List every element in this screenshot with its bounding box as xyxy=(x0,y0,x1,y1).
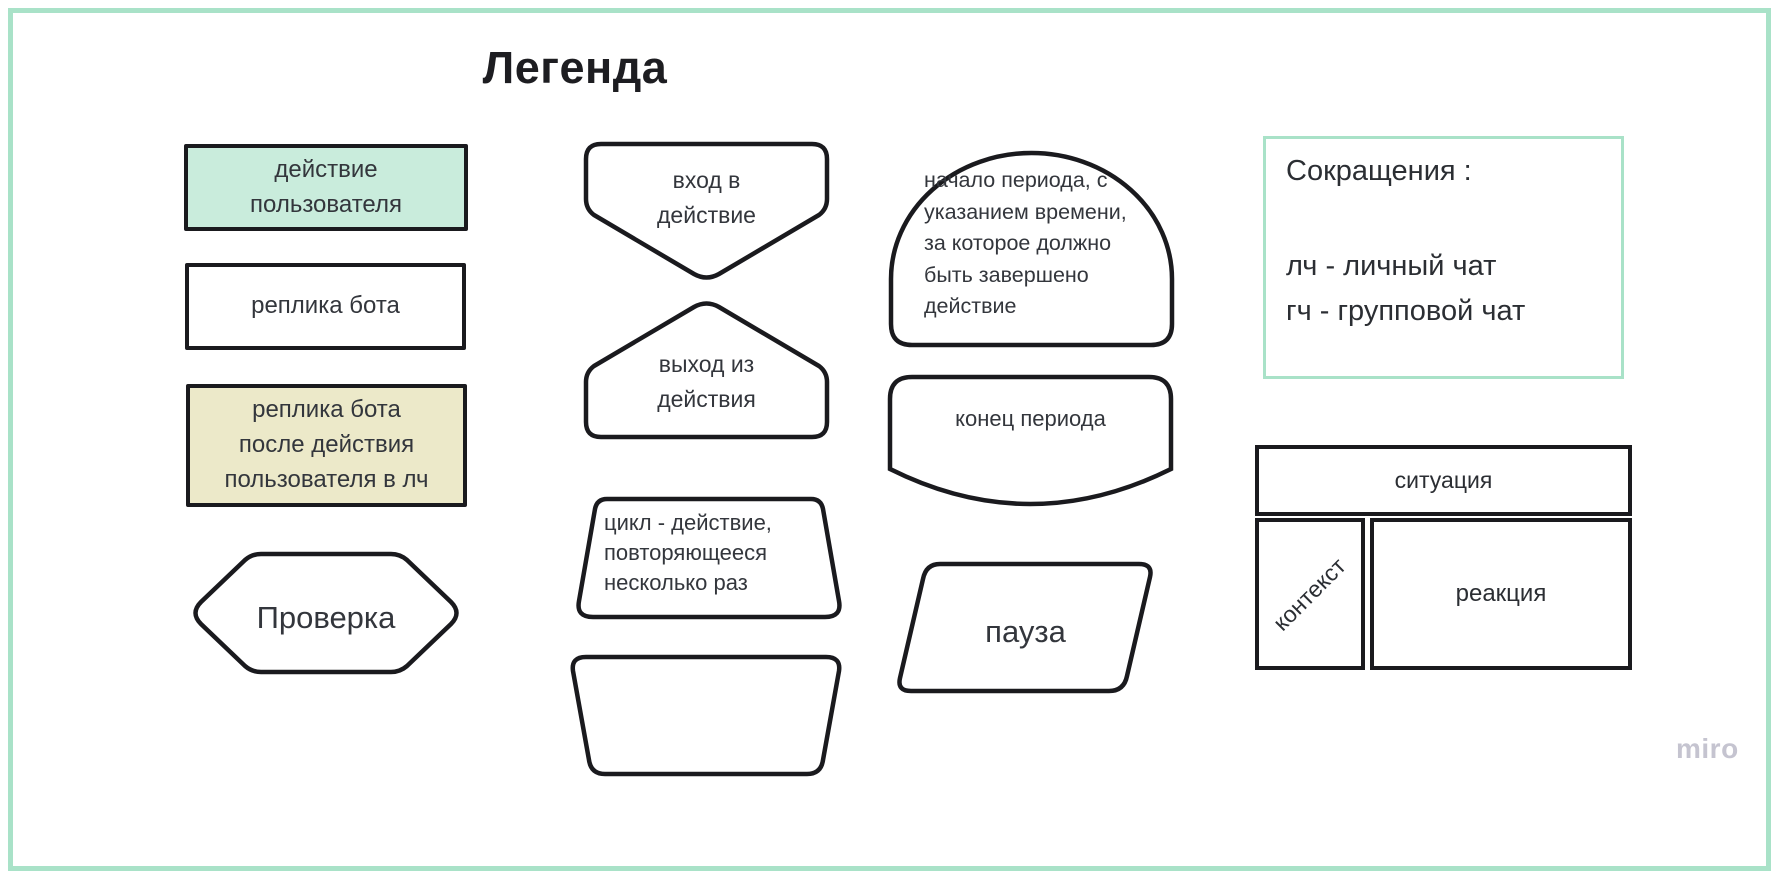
shape-pause-label: пауза xyxy=(985,614,1066,649)
shape-period-start[interactable]: начало периода, с указанием времени, за … xyxy=(888,150,1175,348)
pentagon-up-outline xyxy=(583,301,830,440)
situation-table-reaction-label: реакция xyxy=(1455,580,1547,607)
situation-table-context-cell[interactable]: контекст xyxy=(1255,518,1365,670)
situation-table-reaction-cell[interactable]: реакция xyxy=(1370,518,1632,670)
shape-action-enter-label: вход в действие xyxy=(657,167,756,228)
shape-period-end-label: конец периода xyxy=(955,406,1106,431)
situation-table-header-label: ситуация xyxy=(1394,467,1493,493)
shape-check-label: Проверка xyxy=(256,600,396,635)
abbreviation-item-group-chat: гч - групповой чат xyxy=(1286,294,1526,327)
shape-check-hexagon[interactable]: Проверка xyxy=(189,551,463,675)
shape-loop-label: цикл - действие, повторяющееся несколько… xyxy=(604,510,772,596)
shape-period-end[interactable]: конец периода xyxy=(887,374,1174,510)
shape-action-enter[interactable]: вход в действие xyxy=(583,141,830,282)
parallelogram-outline xyxy=(897,561,1153,694)
situation-table-context-label: контекст xyxy=(1268,552,1352,636)
situation-table-header-cell[interactable]: ситуация xyxy=(1255,445,1632,516)
legend-title[interactable]: Легенда xyxy=(482,42,668,93)
hexagon-outline xyxy=(193,551,459,675)
shape-loop[interactable]: цикл - действие, повторяющееся несколько… xyxy=(574,496,844,620)
pentagon-down-outline xyxy=(583,141,830,280)
abbreviation-item-private-chat: лч - личный чат xyxy=(1286,250,1497,282)
shape-loop-empty[interactable] xyxy=(569,654,843,777)
shape-bot-reply-private-label: реплика бота после действия пользователя… xyxy=(224,396,429,493)
trapezoid-outline xyxy=(576,496,842,620)
shape-pause[interactable]: пауза xyxy=(894,561,1157,694)
shape-user-action[interactable]: действие пользователя xyxy=(184,144,468,231)
abbreviations-box[interactable]: Сокращения : лч - личный чат гч - группо… xyxy=(1263,136,1624,379)
shape-user-action-label: действие пользователя xyxy=(250,155,402,218)
shape-bot-reply-private[interactable]: реплика бота после действия пользователя… xyxy=(186,384,467,507)
abbreviations-title: Сокращения : xyxy=(1286,155,1472,187)
trapezoid-inverted-outline xyxy=(570,654,842,777)
arch-outline xyxy=(888,150,1175,348)
shape-bot-reply-label: реплика бота xyxy=(251,292,400,320)
miro-logo: miro xyxy=(1676,733,1739,764)
shape-action-exit[interactable]: выход из действия xyxy=(583,299,830,440)
inverted-arch-outline xyxy=(887,374,1174,507)
shape-period-start-label: начало периода, с указанием времени, за … xyxy=(924,168,1127,319)
shape-bot-reply[interactable]: реплика бота xyxy=(185,263,466,350)
shape-action-exit-label: выход из действия xyxy=(657,351,756,412)
